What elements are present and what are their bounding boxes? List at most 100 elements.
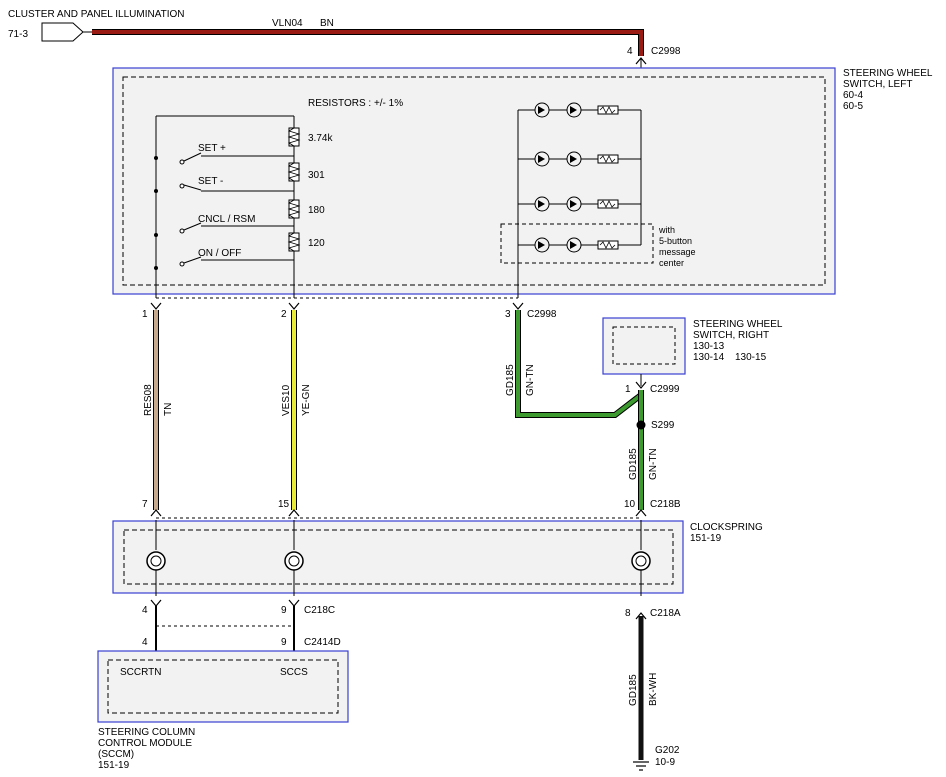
sccm-module <box>97 650 349 723</box>
right-switch-title-2: SWITCH, RIGHT <box>693 330 769 341</box>
right-switch-title-1: STEERING WHEEL <box>693 319 783 330</box>
wire-4-splice: S299 <box>651 420 675 431</box>
left-switch-title-2: SWITCH, LEFT <box>843 79 912 90</box>
left-switch-ref-1: 60-4 <box>843 90 863 101</box>
resistor-value-4: 120 <box>308 238 325 249</box>
wire-2-color: YE-GN <box>301 384 312 416</box>
clockspring-coil-1 <box>146 551 166 571</box>
wire-4-circuit: GD185 <box>628 448 639 480</box>
clockspring-module <box>112 520 684 594</box>
pin-3-mark <box>512 302 524 310</box>
left-switch-title-1: STEERING WHEEL <box>843 68 933 79</box>
wire-1-color: TN <box>163 403 174 416</box>
feed-circuit: VLN04 <box>272 18 303 29</box>
wire-2-circuit: VES10 <box>281 384 292 416</box>
switch-set-plus <box>154 152 294 165</box>
led-row-2 <box>534 151 619 167</box>
ground-id: G202 <box>655 745 680 756</box>
c2999-mark <box>635 381 647 389</box>
led-row-1 <box>534 102 619 118</box>
c218c-pin-a: 4 <box>142 605 148 616</box>
clockspring-ref: 151-19 <box>690 533 722 544</box>
wire-3-connector-top: C2998 <box>527 309 557 320</box>
resistor-3-74k <box>287 127 301 147</box>
wire-3-color: GN-TN <box>525 364 536 396</box>
switch-on-off <box>154 256 294 270</box>
left-switch-module <box>112 67 836 295</box>
right-switch-inner-border <box>612 326 676 365</box>
wire-1-pin-top: 1 <box>142 309 148 320</box>
led-note-2: 5-button <box>659 236 692 246</box>
c218a-mark <box>635 612 647 620</box>
left-switch-inner-border <box>122 76 826 286</box>
led-row-4 <box>534 237 619 253</box>
pin-15-mark <box>288 509 300 517</box>
wire-4-pin-bottom: 10 <box>624 499 636 510</box>
wire-1-circuit: RES08 <box>143 384 154 416</box>
feed-pin: 4 <box>627 46 633 57</box>
pin-10-mark <box>635 509 647 517</box>
c218c-pin-4-mark <box>150 599 162 607</box>
led-note-4: center <box>659 258 684 268</box>
c218c-label: C218C <box>304 605 335 616</box>
wire-4-connector-top: C2999 <box>650 384 680 395</box>
wire-3-circuit: GD185 <box>505 364 516 396</box>
resistor-301 <box>287 162 301 182</box>
clockspring-coil-3 <box>631 551 651 571</box>
sccm-inner-border <box>107 659 339 714</box>
pin-2-mark <box>288 302 300 310</box>
resistor-value-2: 301 <box>308 170 325 181</box>
resistor-120 <box>287 232 301 252</box>
wire-vln04-outline <box>92 29 644 56</box>
right-switch-ref-3: 130-15 <box>735 352 767 363</box>
led-optional-box <box>500 223 654 264</box>
resistors-title: RESISTORS : +/- 1% <box>308 98 403 109</box>
wire-4-pin-top: 1 <box>625 384 631 395</box>
switch-label-4: ON / OFF <box>198 248 241 259</box>
resistor-value-1: 3.74k <box>308 133 333 144</box>
c218c-pin-b: 9 <box>281 605 287 616</box>
switch-label-1: SET + <box>198 143 226 154</box>
c2414d-pin-b: 9 <box>281 637 287 648</box>
sccm-title-3: (SCCM) <box>98 749 134 760</box>
resistor-value-3: 180 <box>308 205 325 216</box>
pin-1-mark <box>150 302 162 310</box>
switch-cncl-rsm <box>154 222 294 237</box>
wire-gd185-upper <box>516 310 643 417</box>
splice-s299 <box>636 420 646 430</box>
c218a-label: C218A <box>650 608 681 619</box>
sccm-title-2: CONTROL MODULE <box>98 738 192 749</box>
ground-circuit: GD185 <box>628 674 639 706</box>
led-note-1: with <box>658 225 675 235</box>
wire-4-connector-bottom: C218B <box>650 499 681 510</box>
feed-color: BN <box>320 18 334 29</box>
led-row-3 <box>534 196 619 212</box>
wire-4-color: GN-TN <box>648 448 659 480</box>
feed-connector-arrow <box>41 22 84 42</box>
feed-connector: C2998 <box>651 46 681 57</box>
c218a-pin: 8 <box>625 608 631 619</box>
switch-label-3: CNCL / RSM <box>198 214 255 225</box>
sccm-title-1: STEERING COLUMN <box>98 727 195 738</box>
c2414d-pin-a: 4 <box>142 637 148 648</box>
c218c-pin-9-mark <box>288 599 300 607</box>
wire-2-pin-bottom: 15 <box>278 499 290 510</box>
led-note-3: message <box>659 247 696 257</box>
pin-7-mark <box>150 509 162 517</box>
right-switch-ref-1: 130-13 <box>693 341 725 352</box>
wire-1-pin-bottom: 7 <box>142 499 148 510</box>
clockspring-title: CLOCKSPRING <box>690 522 763 533</box>
wire-3-pin-top: 3 <box>505 309 511 320</box>
left-switch-ref-2: 60-5 <box>843 101 863 112</box>
sccm-label-b: SCCS <box>280 667 308 678</box>
ground-symbol-icon <box>633 761 649 771</box>
c2414d-label: C2414D <box>304 637 341 648</box>
clockspring-inner-border <box>123 529 674 585</box>
right-switch-ref-2: 130-14 <box>693 352 725 363</box>
feed-title: CLUSTER AND PANEL ILLUMINATION <box>8 9 185 20</box>
right-switch-module <box>602 317 686 375</box>
switch-set-minus <box>154 183 294 193</box>
ground-color: BK-WH <box>648 673 659 706</box>
switch-label-2: SET - <box>198 176 223 187</box>
